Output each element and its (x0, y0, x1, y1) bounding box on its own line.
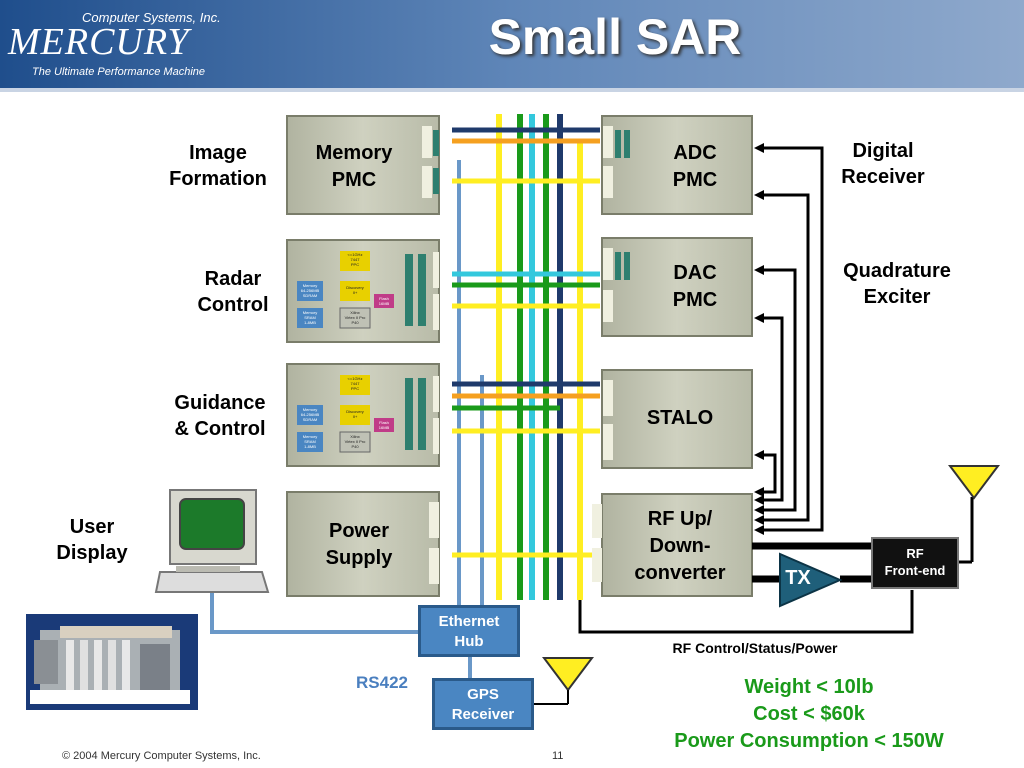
chip-diagram-radar (297, 251, 394, 329)
computer-display-icon (154, 489, 270, 593)
header-divider (0, 88, 1024, 92)
gps-antenna-icon (542, 657, 594, 692)
logo-company-line: Computer Systems, Inc. (82, 10, 221, 25)
right-board-stalo (601, 369, 753, 469)
arrowheads (754, 143, 764, 535)
left-board-memory (286, 115, 440, 215)
header-banner: Computer Systems, Inc. MERCURY The Ultim… (0, 0, 1024, 92)
display-ethernet-link (210, 590, 418, 634)
chip-diagram-guidance (297, 375, 394, 453)
spec-weight: Weight < 10lb (744, 676, 874, 698)
footer-page-number: 11 (552, 750, 564, 762)
board-label-stalo: STALO (646, 407, 714, 429)
footer-copyright: © 2004 Mercury Computer Systems, Inc. (62, 750, 261, 762)
right-board-adc (601, 115, 753, 215)
board-label-rf-converter: RF Up/Down-converter (634, 508, 726, 584)
control-wiring (578, 146, 914, 634)
rf-antenna-icon (948, 465, 1000, 500)
bus-stubs (452, 127, 600, 558)
right-board-rf (592, 493, 753, 597)
right-board-dac (601, 237, 753, 337)
left-board-power (286, 491, 440, 597)
label-guidance-control: Guidance& Control (174, 392, 266, 440)
tx-amplifier (779, 552, 843, 608)
spec-cost: Cost < $60k (753, 703, 865, 725)
rs422-label: RS422 (356, 673, 408, 692)
logo-tagline: The Ultimate Performance Machine (32, 66, 206, 78)
spec-power: Power Consumption < 150W (674, 730, 944, 752)
chassis-photo (26, 614, 198, 710)
page-title: Small SAR (488, 9, 742, 65)
tx-label: TX (785, 567, 811, 589)
rf-control-label: RF Control/Status/Power (672, 640, 838, 656)
rf-frontend-box (871, 537, 959, 589)
logo-wordmark: MERCURY (8, 21, 190, 63)
